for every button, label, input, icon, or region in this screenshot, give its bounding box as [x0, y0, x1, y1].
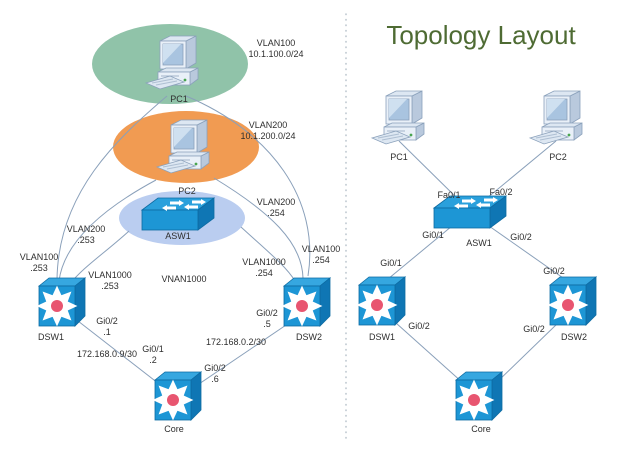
label-dsw1: DSW1 [37, 332, 65, 342]
label-pc2: PC2 [178, 186, 196, 196]
link-pc2-dsw1 [58, 179, 157, 282]
link-r-pc1-asw1 [398, 140, 463, 204]
label-r-dsw2-gi02-bot: Gi0/2 [523, 324, 545, 334]
label-dsw2-gi02-dot5: Gi0/2 .5 [256, 308, 278, 330]
core-switch-icon [155, 372, 201, 420]
label-vlan100-254: VLAN100 .254 [301, 244, 341, 266]
link-r-asw1-dsw2 [488, 225, 567, 281]
label-core: Core [164, 424, 184, 434]
label-core-gi01-dot2: Gi0/1 .2 [142, 344, 164, 366]
link-r-dsw2-core [495, 322, 559, 384]
link-pc1-dsw2 [185, 95, 311, 277]
label-r-pc2: PC2 [549, 152, 567, 162]
label-r-pc1: PC1 [390, 152, 408, 162]
diagram-title: Topology Layout [386, 20, 576, 50]
label-vlan200-subnet: VLAN200 10.1.200.0/24 [240, 120, 296, 142]
label-r-dsw1: DSW1 [368, 332, 396, 342]
label-r-fa02: Fa0/2 [489, 187, 513, 197]
link-r-dsw1-core [395, 322, 464, 384]
asw1-switch-icon [141, 197, 215, 231]
label-dsw1-gi02-dot1: Gi0/2 .1 [96, 316, 118, 338]
label-vlan1000-253: VLAN1000 .253 [88, 270, 132, 292]
label-dsw2-core-ip: 172.168.0.2/30 [205, 337, 267, 347]
link-asw1-dsw2 [240, 226, 296, 282]
label-pc1: PC1 [170, 94, 188, 104]
label-core-gi02-dot6: Gi0/2 .6 [204, 363, 226, 385]
pc1-right-icon [371, 90, 425, 145]
label-vlan1000-254: VLAN1000 .254 [242, 257, 286, 279]
label-r-dsw2: DSW2 [560, 332, 588, 342]
dsw1-right-switch-icon [359, 277, 405, 325]
link-r-asw1-dsw1 [387, 225, 453, 280]
label-vlan100-subnet: VLAN100 10.1.100.0/24 [248, 38, 304, 60]
label-r-asw1: ASW1 [466, 238, 492, 248]
label-r-dsw1-gi02: Gi0/2 [408, 321, 430, 331]
label-vlan200-254: VLAN200 .254 [256, 197, 296, 219]
link-pc2-dsw2 [213, 177, 304, 279]
label-r-dsw2-gi02-top: Gi0/2 [543, 266, 565, 276]
label-dsw1-core-ip: 172.168.0.9/30 [76, 349, 138, 359]
link-dsw2-core [195, 320, 293, 387]
link-pc1-dsw1 [56, 95, 168, 281]
label-vlan200-253: VLAN200 .253 [66, 224, 106, 246]
label-vlan100-253: VLAN100 .253 [19, 252, 59, 274]
dsw2-right-switch-icon [550, 277, 596, 325]
core-right-switch-icon [456, 372, 502, 420]
label-dsw2: DSW2 [295, 332, 323, 342]
label-asw1: ASW1 [165, 231, 191, 241]
link-dsw1-core [77, 320, 164, 388]
link-r-pc2-asw1 [480, 140, 557, 204]
pc2-right-icon [529, 90, 583, 145]
dsw2-switch-icon [284, 278, 330, 326]
label-r-asw1-gi01: Gi0/1 [422, 230, 444, 240]
label-r-core: Core [471, 424, 491, 434]
label-r-asw1-gi02: Gi0/2 [510, 232, 532, 242]
label-r-fa01: Fa0/1 [437, 190, 461, 200]
label-r-dsw1-gi01: Gi0/1 [380, 258, 402, 268]
dsw1-switch-icon [39, 278, 85, 326]
label-vnan1000: VNAN1000 [161, 274, 207, 284]
